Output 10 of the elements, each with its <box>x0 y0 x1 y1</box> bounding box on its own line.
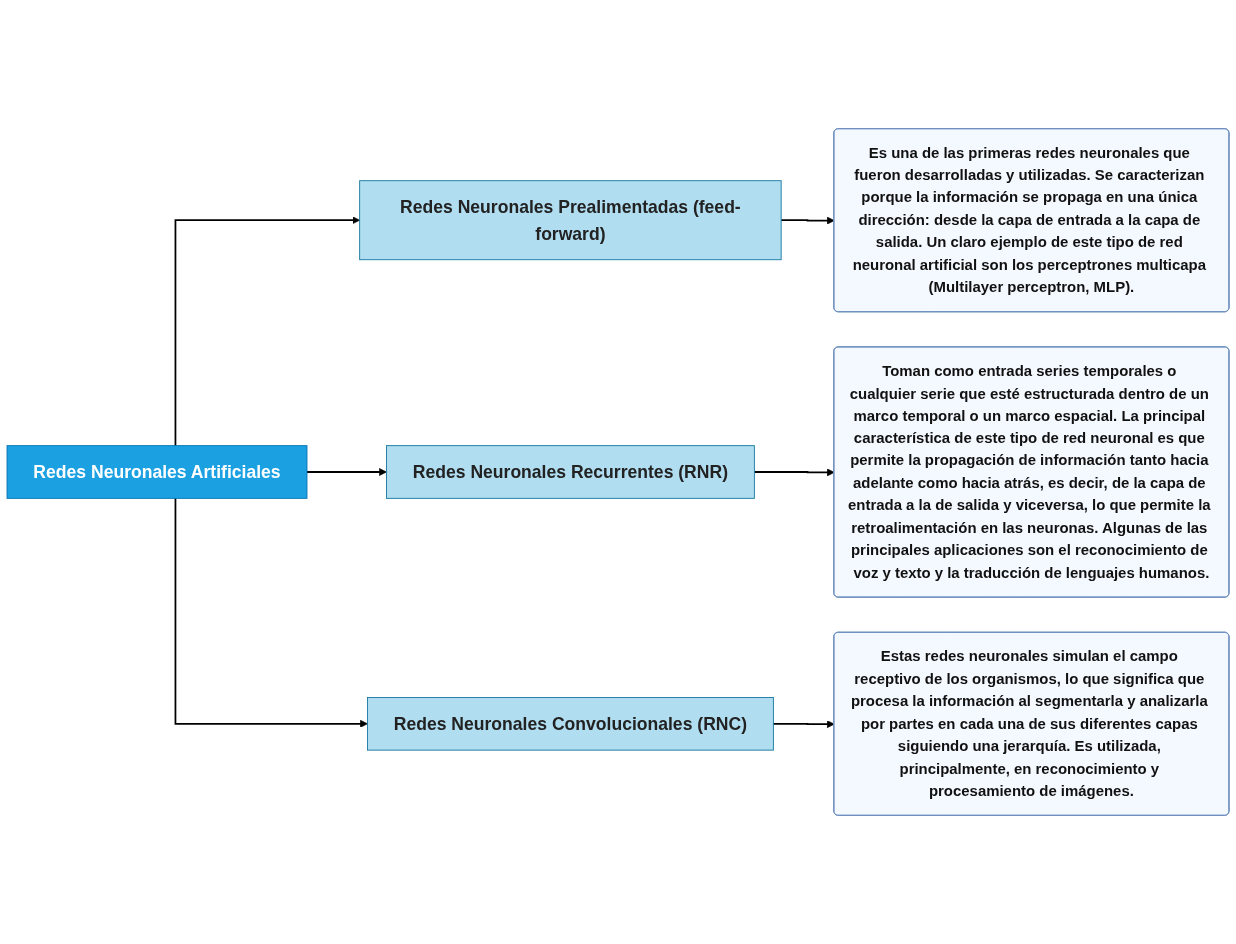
node-box: Redes Neuronales Recurrentes (RNR) <box>386 445 755 499</box>
arrow <box>780 216 835 225</box>
arrow <box>174 216 360 447</box>
node-box: Redes Neuronales Artificiales <box>6 445 308 499</box>
arrow <box>174 497 368 728</box>
node-box: Redes Neuronales Convolucionales (RNC) <box>367 697 774 751</box>
arrow <box>772 720 835 729</box>
arrow <box>306 468 387 476</box>
node-box: Redes Neuronales Prealimentadas (feed-forward) <box>359 180 782 261</box>
arrow <box>753 468 835 477</box>
